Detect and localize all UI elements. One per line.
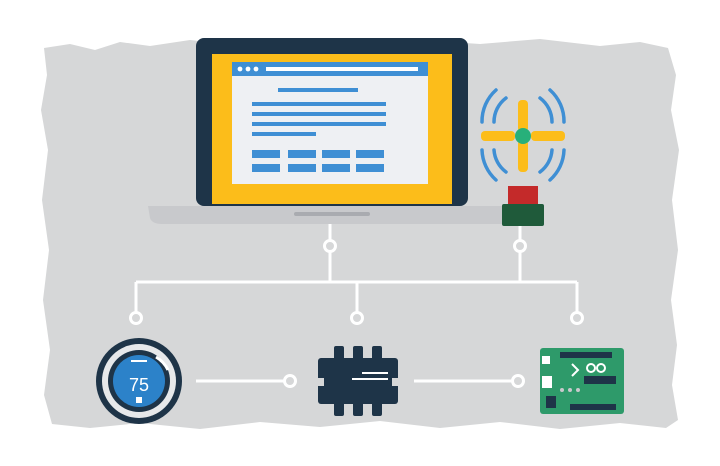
thermostat-temperature: 75 [129,375,149,395]
arduino-board-icon [540,348,624,414]
chip-icon [318,346,398,416]
browser-window [232,62,428,184]
laptop-icon [148,38,518,224]
thermostat-icon: 75 [96,338,182,424]
fan-icon [480,88,566,226]
connector-nodes [129,239,584,388]
